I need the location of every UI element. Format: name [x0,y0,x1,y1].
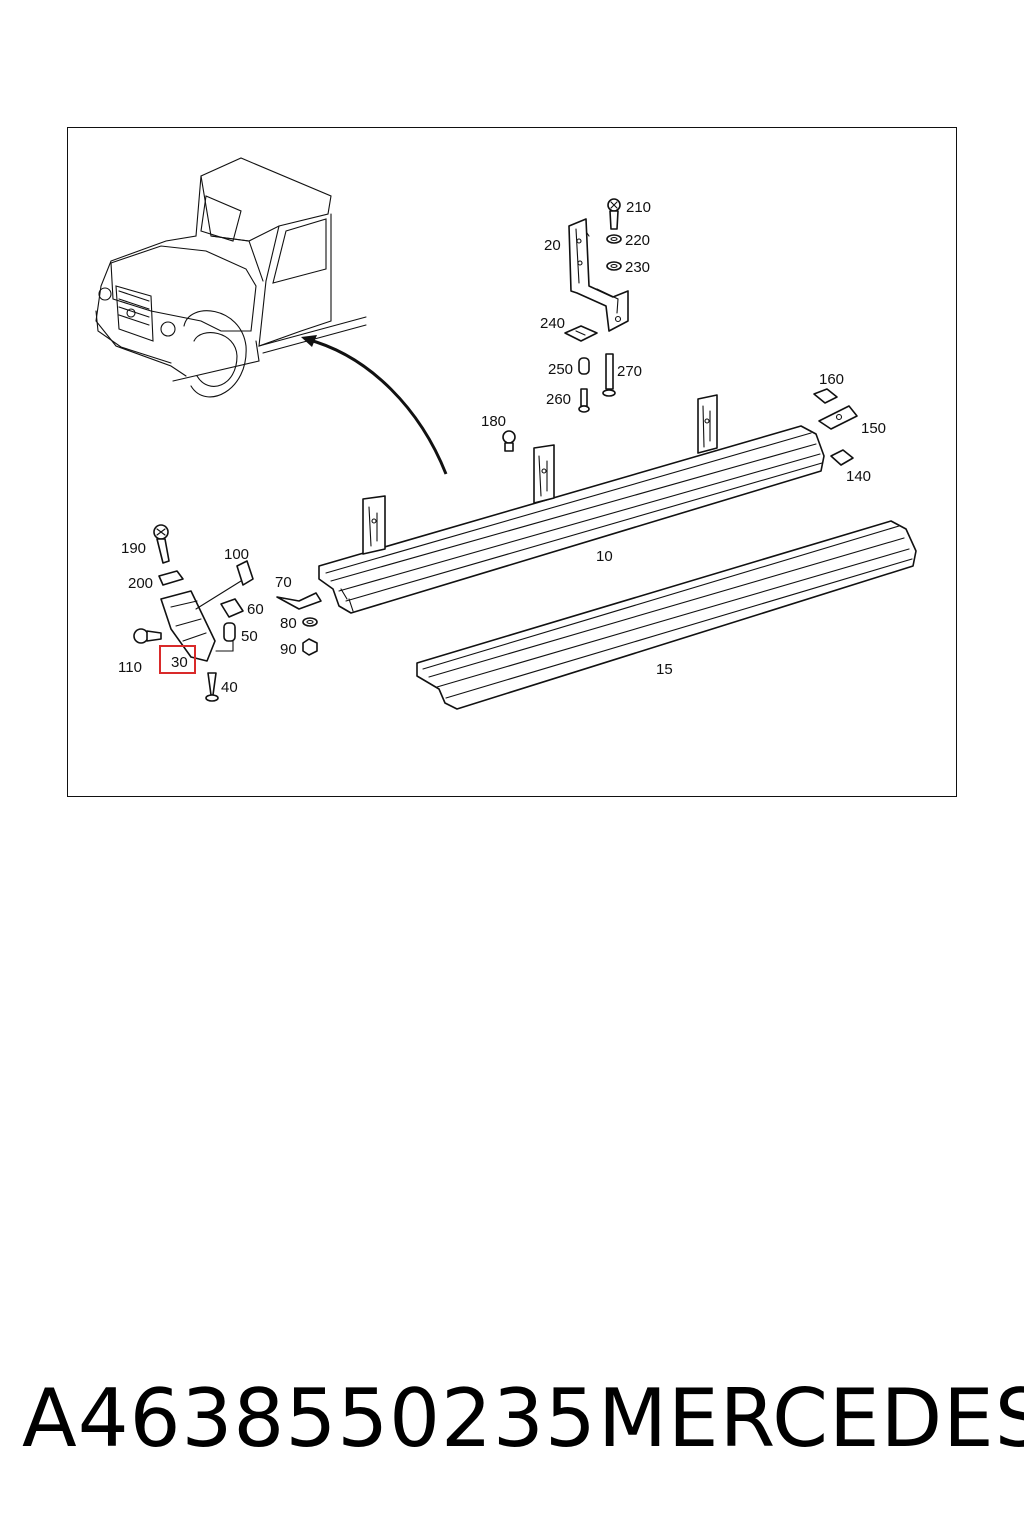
callout-110: 110 [118,659,142,676]
callout-210: 210 [626,199,651,216]
trim-parts-left [133,524,322,702]
callout-90: 90 [280,641,297,658]
callout-70: 70 [275,574,292,591]
callout-40: 40 [221,679,238,696]
clip-parts-right [813,388,858,466]
callout-15: 15 [656,661,673,678]
callout-100: 100 [224,546,249,563]
callout-230: 230 [625,259,650,276]
callout-260: 260 [546,391,571,408]
running-board-15 [416,520,917,710]
callout-160: 160 [819,371,844,388]
vehicle-illustration [95,157,367,398]
callout-190: 190 [121,540,146,557]
parts-diagram: 10 15 20 30 40 50 60 70 80 90 100 110 14… [95,157,917,710]
callout-250: 250 [548,361,573,378]
curved-arrow [301,335,448,475]
callout-200: 200 [128,575,153,592]
callout-30: 30 [171,654,188,671]
callout-270: 270 [617,363,642,380]
callout-60: 60 [247,601,264,618]
running-board-10 [318,394,825,614]
callout-140: 140 [846,468,871,485]
callout-150: 150 [861,420,886,437]
part-number: A4638550235 [22,1372,597,1465]
highlight-box [159,645,196,674]
callout-180: 180 [481,413,506,430]
callout-10: 10 [596,548,613,565]
callout-220: 220 [625,232,650,249]
part-caption: A4638550235 MERCEDES [22,1372,1024,1472]
parts-diagram-frame: 10 15 20 30 40 50 60 70 80 90 100 110 14… [67,127,957,797]
callout-labels: 10 15 20 30 40 50 60 70 80 90 100 110 14… [118,199,886,696]
callout-80: 80 [280,615,297,632]
callout-240: 240 [540,315,565,332]
callout-50: 50 [241,628,258,645]
bracket-assembly [564,198,629,413]
callout-20: 20 [544,237,561,254]
brand-name: MERCEDES [598,1372,1024,1465]
